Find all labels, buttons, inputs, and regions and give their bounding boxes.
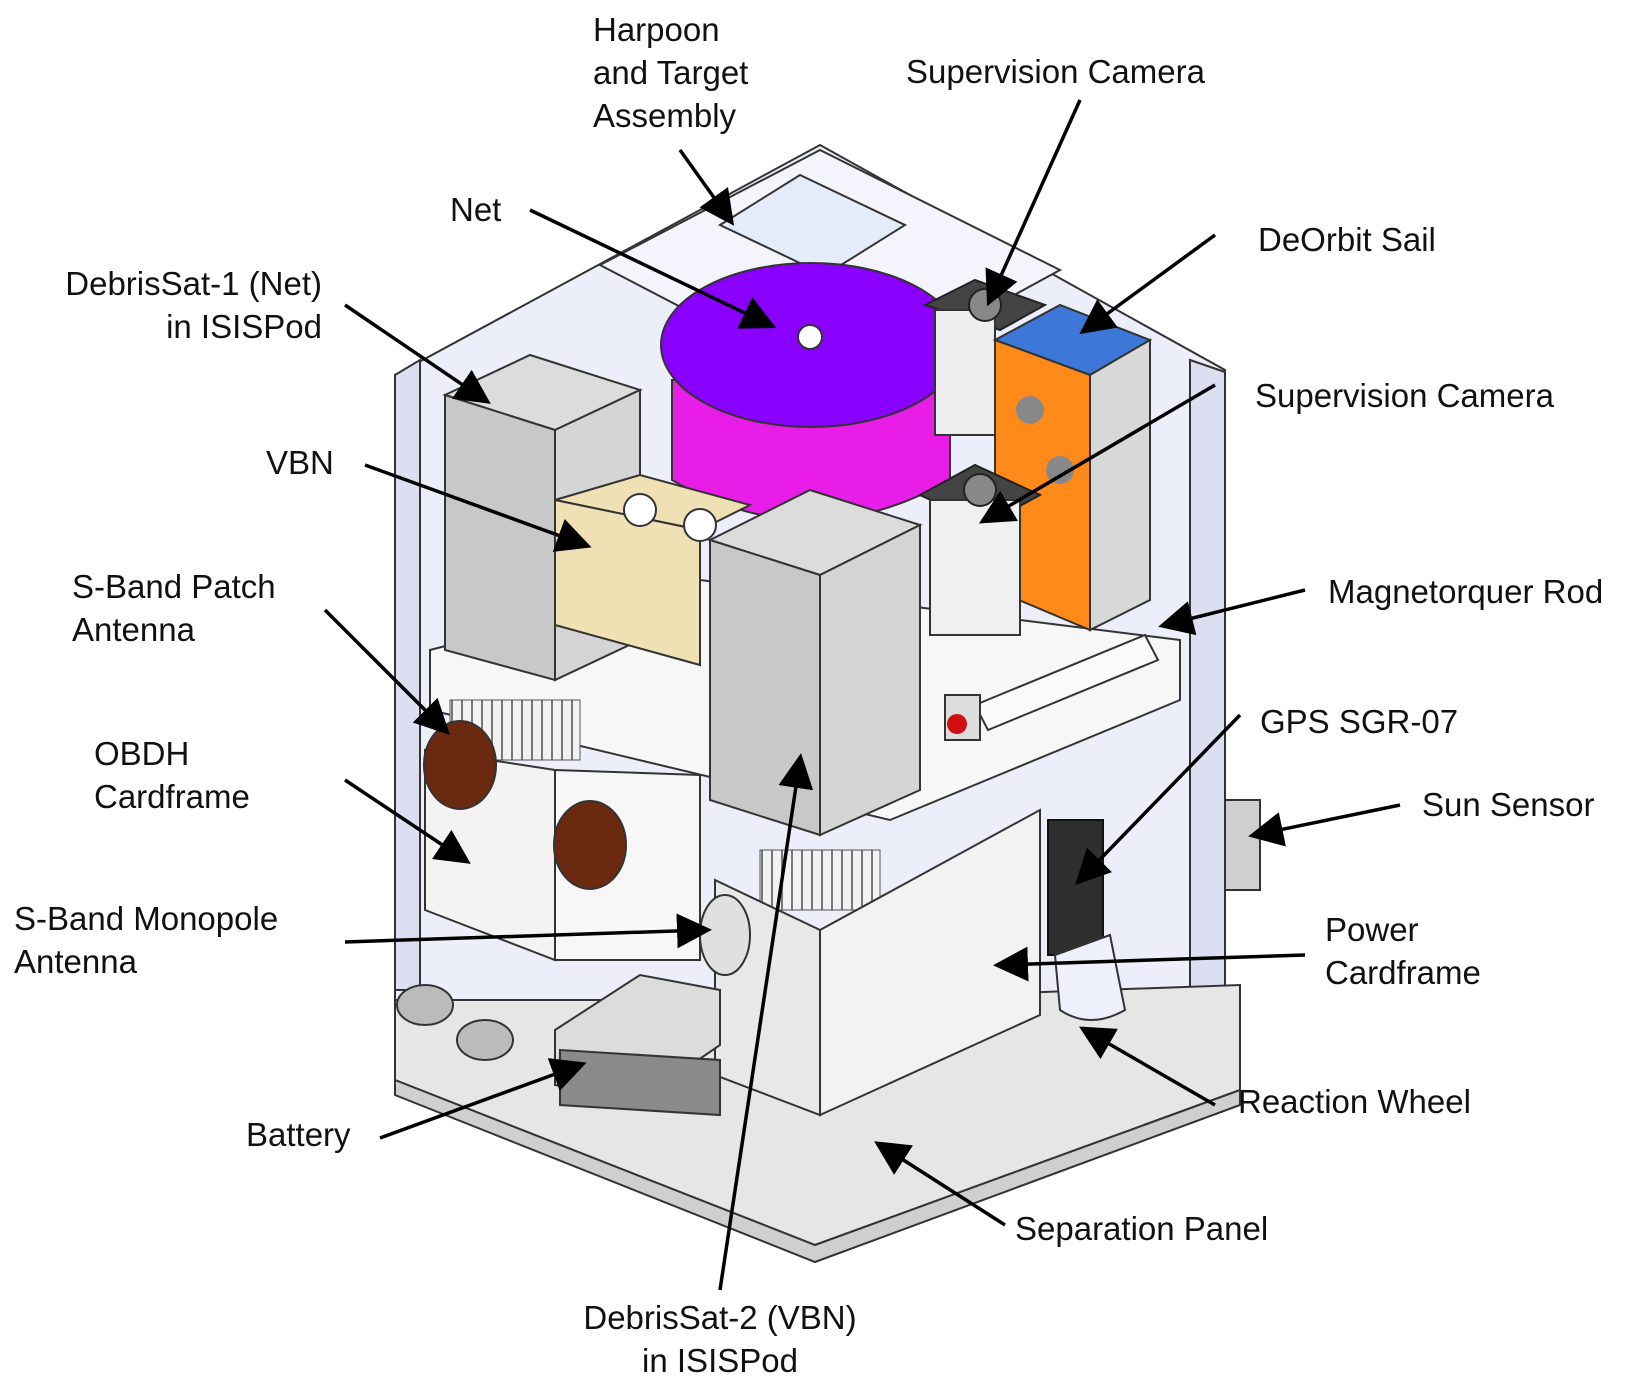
battery-body xyxy=(554,973,721,1117)
gps-body xyxy=(1047,819,1104,956)
label-harpoon: Harpoon and Target Assembly xyxy=(593,11,749,134)
label-net: Net xyxy=(450,191,502,228)
label-gps: GPS SGR-07 xyxy=(1260,703,1459,740)
label-battery: Battery xyxy=(246,1116,351,1153)
arrow-net xyxy=(529,208,777,329)
debrissat2-pod xyxy=(707,488,923,837)
arrow-sband-patch xyxy=(323,608,450,735)
label-supervision-camera-mid: Supervision Camera xyxy=(1255,377,1554,414)
arrow-battery xyxy=(379,1058,587,1140)
net-cylinder xyxy=(660,262,962,521)
connector-right xyxy=(456,1019,514,1061)
arrow-debrissat2 xyxy=(718,753,814,1291)
sband-monopole-body xyxy=(699,894,751,976)
label-magnetorquer: Magnetorquer Rod xyxy=(1328,573,1604,610)
sun-sensor-body xyxy=(1224,799,1261,891)
arrow-obdh xyxy=(344,778,471,864)
arrow-power xyxy=(993,946,1306,982)
harpoon-plate xyxy=(717,173,908,277)
arrow-harpoon xyxy=(678,148,735,226)
label-sband-monopole: S-Band Monopole Antenna xyxy=(14,900,279,980)
arrow-gps xyxy=(1075,713,1242,886)
arrow-debrissat1 xyxy=(344,303,491,404)
arrow-separation-panel xyxy=(874,1141,1006,1227)
reaction-wheel-body xyxy=(1053,933,1127,1021)
arrow-sun-sensor xyxy=(1248,803,1401,847)
label-reaction-wheel: Reaction Wheel xyxy=(1238,1083,1471,1120)
obdh-cardframe-body xyxy=(423,720,701,962)
arrow-vbn xyxy=(364,463,592,552)
label-separation-panel: Separation Panel xyxy=(1015,1210,1269,1247)
label-sun-sensor: Sun Sensor xyxy=(1422,786,1595,823)
arrow-supervision-top xyxy=(985,99,1082,307)
label-obdh: OBDH Cardframe xyxy=(94,735,250,815)
label-vbn: VBN xyxy=(266,444,334,481)
arrow-reaction-wheel xyxy=(1078,1026,1216,1107)
arrow-deorbit xyxy=(1079,233,1217,335)
magnetorquer-rod-body xyxy=(944,633,1160,741)
arrow-supervision-mid xyxy=(978,383,1216,524)
arrow-sband-monopole xyxy=(344,913,712,949)
left-wall xyxy=(394,358,421,991)
right-wall xyxy=(1189,358,1226,1002)
label-power: Power Cardframe xyxy=(1325,911,1481,991)
connector-left xyxy=(396,984,454,1026)
label-debrissat1: DebrisSat-1 (Net) in ISISPod xyxy=(65,265,322,345)
label-debrissat2: DebrisSat-2 (VBN) in ISISPod xyxy=(583,1299,857,1379)
satellite-body xyxy=(394,143,1261,1264)
leader-arrows xyxy=(323,99,1401,1291)
base-plate-lip xyxy=(394,1078,1241,1264)
supervision-camera-top-body xyxy=(922,278,1048,436)
label-deorbit-sail: DeOrbit Sail xyxy=(1258,221,1436,258)
label-supervision-camera-top: Supervision Camera xyxy=(906,53,1205,90)
arrow-magnetorquer xyxy=(1158,588,1306,636)
label-sband-patch: S-Band Patch Antenna xyxy=(72,568,276,648)
